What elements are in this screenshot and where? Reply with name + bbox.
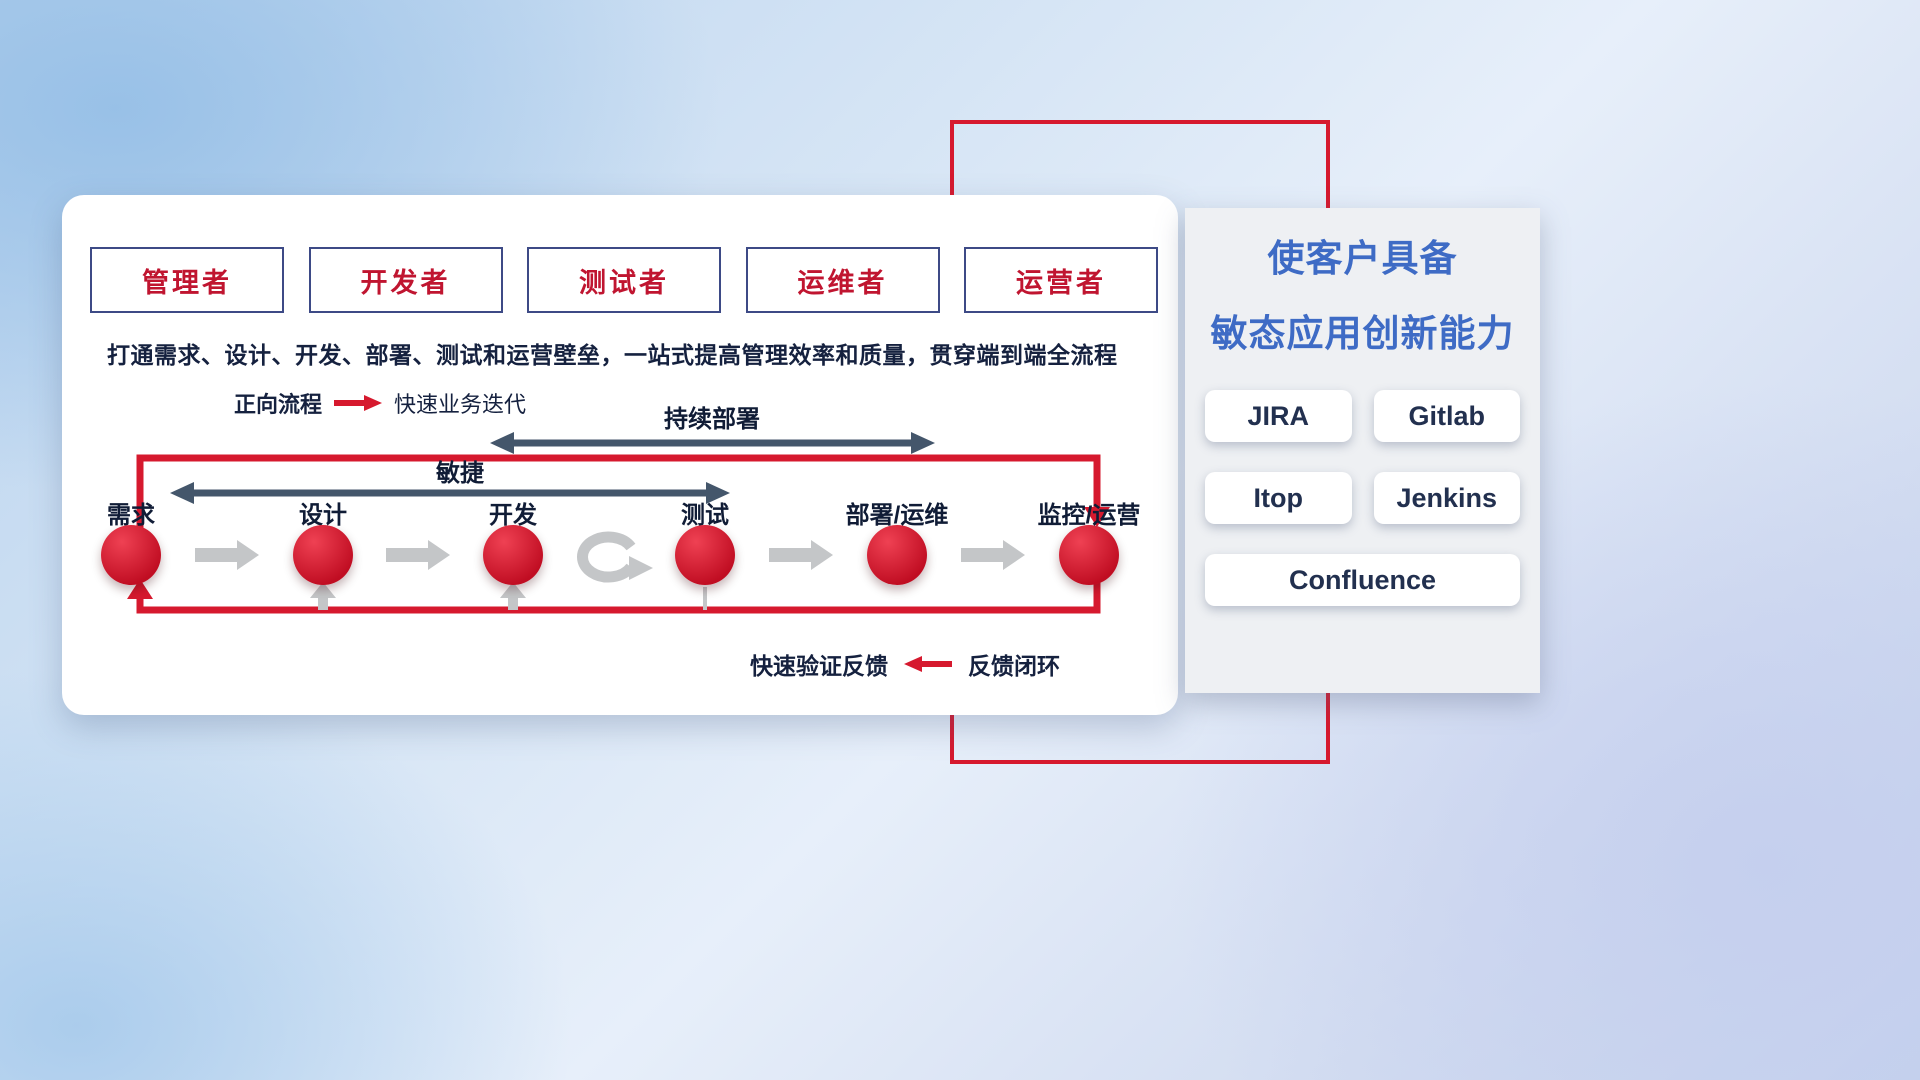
stage-label-design: 设计 — [299, 502, 347, 529]
stage-node-deploy-ops — [867, 525, 927, 585]
forward-loop-arrowhead-icon — [1084, 507, 1110, 527]
feedback-arrow-icon — [904, 656, 952, 672]
legend-forward: 正向流程 快速业务迭代 — [234, 387, 526, 419]
step-arrow-icon — [961, 540, 1025, 570]
role-label: 运维者 — [797, 267, 888, 298]
workflow-card: 管理者 开发者 测试者 运维者 运营者 打通需求、设计、开发、部署、测试和运营壁… — [62, 195, 1178, 715]
panel-title: 使客户具备 敏态应用创新能力 — [1185, 240, 1540, 352]
stage-label-deploy-ops: 部署/运维 — [845, 502, 949, 529]
flow-diagram: 持续部署 敏捷 — [127, 405, 1110, 614]
agile-label: 敏捷 — [435, 460, 484, 487]
feedback-loop-line — [136, 557, 1101, 614]
role-box-operator: 运营者 — [964, 247, 1158, 313]
continuous-deploy-left-arrowhead-icon — [490, 432, 514, 454]
stage-label-development: 开发 — [489, 502, 537, 529]
iteration-loop-icon — [577, 531, 636, 583]
feedback-up-arrow-icon — [310, 582, 336, 610]
role-label: 运营者 — [1016, 267, 1106, 298]
stage-node-testing — [675, 525, 735, 585]
stage-label-testing: 测试 — [681, 502, 729, 529]
stage-node-monitor-operations — [1059, 525, 1119, 585]
tool-button-jenkins: Jenkins — [1373, 472, 1520, 524]
role-box-tester: 测试者 — [527, 247, 721, 313]
subtitle: 打通需求、设计、开发、部署、测试和运营壁垒，一站式提高管理效率和质量，贯穿端到端… — [107, 342, 1118, 368]
role-box-ops: 运维者 — [745, 247, 940, 313]
feedback-loop-arrowhead-icon — [127, 579, 153, 599]
feedback-up-arrow-icon — [500, 582, 526, 610]
tool-button-gitlab: Gitlab — [1373, 390, 1520, 442]
tools-grid: JIRA Gitlab Itop Jenkins Confluence — [1205, 390, 1520, 606]
iteration-loop-arrowhead-icon — [629, 556, 653, 580]
tool-button-confluence: Confluence — [1205, 554, 1520, 606]
legend-feedback-label: 反馈闭环 — [968, 653, 1060, 679]
tool-button-itop: Itop — [1205, 472, 1352, 524]
roles-row: 管理者 开发者 测试者 运维者 运营者 — [90, 247, 1158, 313]
step-arrow-icon — [386, 540, 450, 570]
step-arrow-icon — [769, 540, 833, 570]
stage-node-development — [483, 525, 543, 585]
forward-arrow-icon — [334, 395, 383, 411]
legend-forward-desc: 快速业务迭代 — [394, 392, 527, 417]
tool-button-jira: JIRA — [1205, 390, 1352, 442]
role-label: 开发者 — [360, 267, 451, 298]
legend-forward-label: 正向流程 — [234, 392, 323, 417]
stage-node-requirements — [101, 525, 161, 585]
continuous-deploy-label: 持续部署 — [664, 405, 760, 433]
legend-feedback: 快速验证反馈 反馈闭环 — [750, 647, 1060, 681]
capability-panel: 使客户具备 敏态应用创新能力 JIRA Gitlab Itop Jenkins … — [1185, 208, 1540, 693]
agile-right-arrowhead-icon — [706, 482, 730, 504]
step-arrow-icon — [195, 540, 259, 570]
forward-loop-line — [136, 454, 1101, 555]
agile-left-arrowhead-icon — [170, 482, 194, 504]
stage-label-requirements: 需求 — [107, 502, 155, 529]
panel-title-line1: 使客户具备 — [1267, 238, 1458, 279]
legend-feedback-desc: 快速验证反馈 — [750, 653, 888, 679]
role-label: 管理者 — [142, 267, 232, 298]
role-box-developer: 开发者 — [308, 247, 503, 313]
role-box-manager: 管理者 — [90, 247, 284, 313]
panel-title-line2: 敏态应用创新能力 — [1210, 313, 1515, 354]
stage-node-design — [293, 525, 353, 585]
stage-label-monitor-operations: 监控/运营 — [1037, 502, 1141, 529]
role-label: 测试者 — [579, 267, 669, 298]
continuous-deploy-right-arrowhead-icon — [911, 432, 935, 454]
